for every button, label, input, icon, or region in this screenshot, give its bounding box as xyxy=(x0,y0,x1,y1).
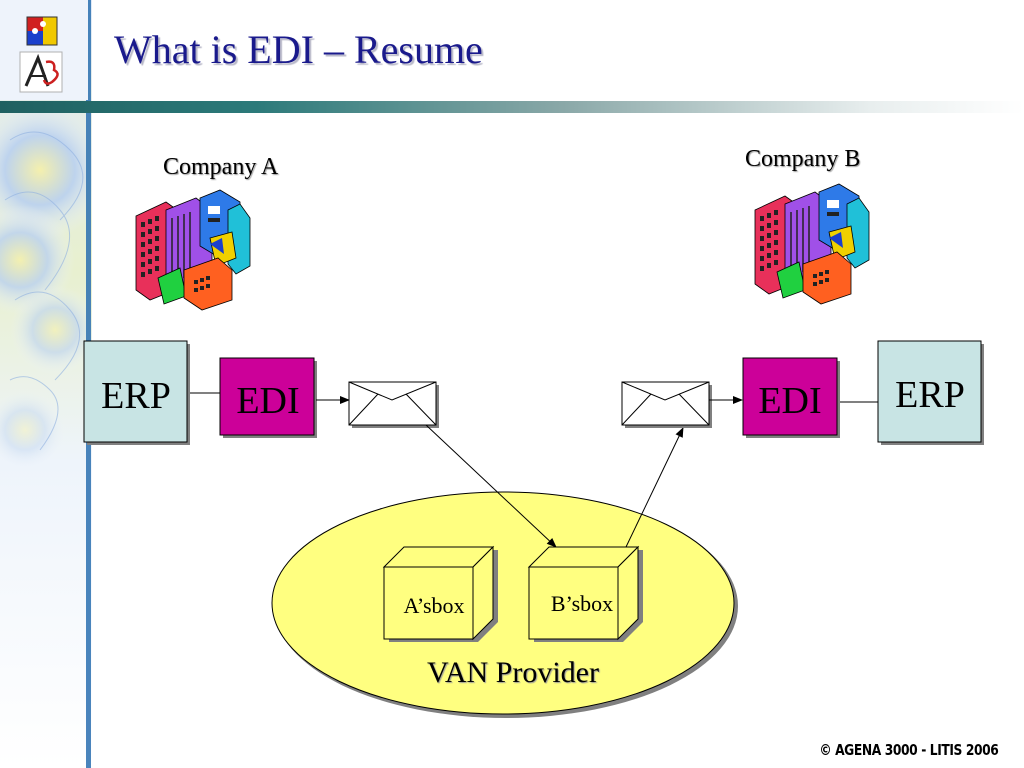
company-a-label: Company A xyxy=(163,154,279,180)
mailbox-a-cube: A’sbox xyxy=(382,545,498,642)
edi-box-company-b: EDI xyxy=(742,357,840,438)
flow-arrow xyxy=(625,427,684,548)
mailbox-b-cube: B’sbox xyxy=(527,545,643,642)
building-icon xyxy=(754,183,870,305)
envelope-icon xyxy=(348,381,439,428)
title-underline-bar xyxy=(0,100,1024,113)
erp-label-company-a: ERP xyxy=(101,375,171,417)
mailbox-a-label: A’sbox xyxy=(403,593,464,618)
erp-label-company-b: ERP xyxy=(895,374,965,416)
flow-arrow xyxy=(425,424,557,548)
agena-logo xyxy=(0,0,88,100)
edi-label-company-a: EDI xyxy=(236,380,299,422)
slide-title: What is EDI – Resume xyxy=(114,27,483,72)
copyright-footer: © AGENA 3000 - LITIS 2006 xyxy=(818,741,999,759)
van-provider-label: VAN Provider xyxy=(427,656,599,689)
envelope-icon xyxy=(621,381,712,428)
mailbox-b-label: B’sbox xyxy=(551,591,613,616)
edi-label-company-b: EDI xyxy=(758,380,821,422)
erp-box-company-a: ERP xyxy=(83,340,190,445)
edi-box-company-a: EDI xyxy=(219,357,317,438)
erp-box-company-b: ERP xyxy=(877,340,984,445)
building-icon xyxy=(135,189,251,311)
company-b-label: Company B xyxy=(745,146,861,172)
